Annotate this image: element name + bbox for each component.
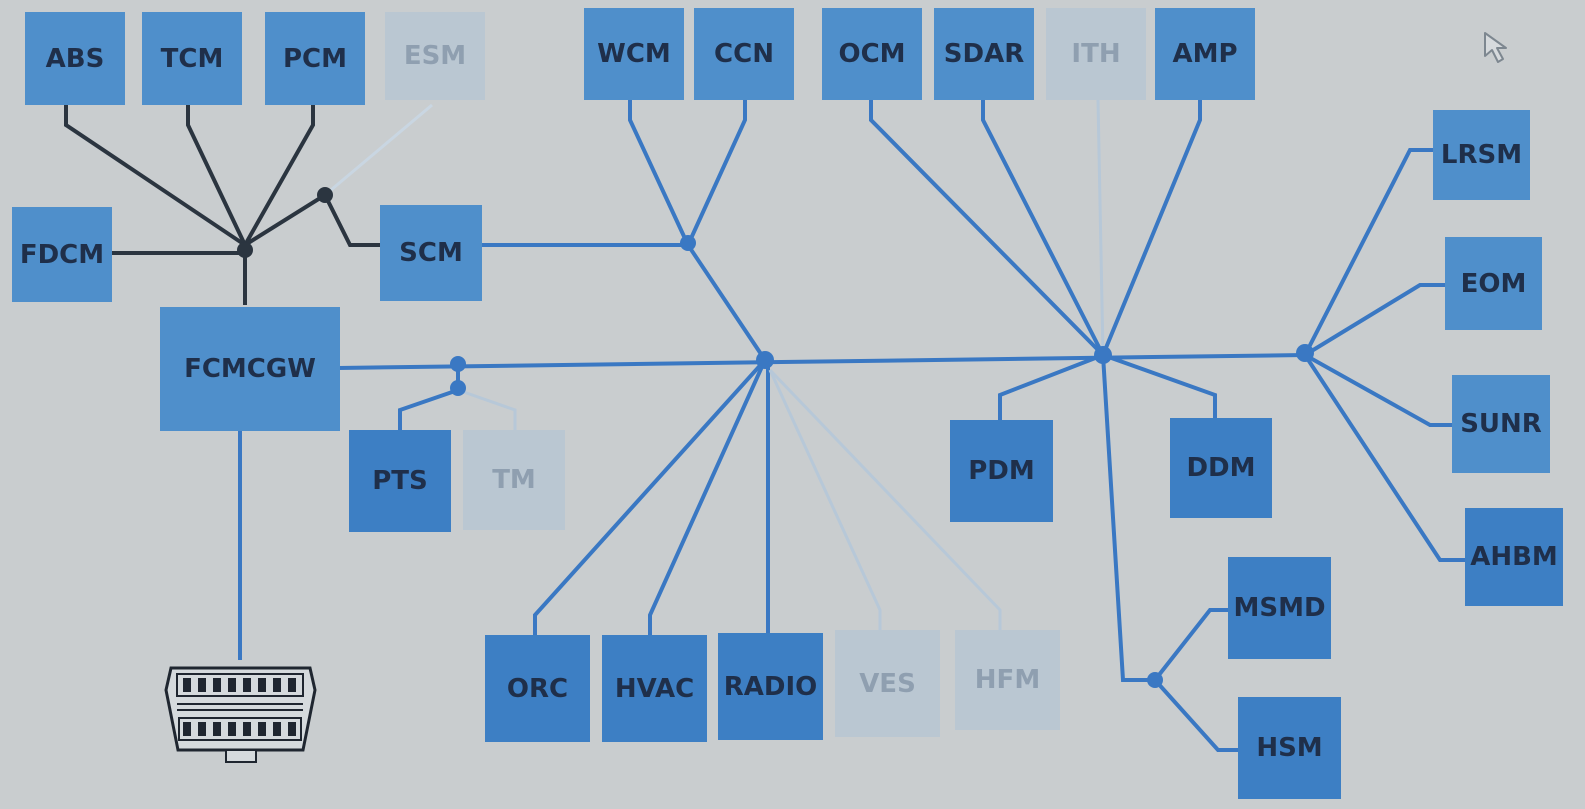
junction-node xyxy=(237,242,253,258)
module-pcm[interactable]: PCM xyxy=(265,12,365,105)
module-sunr[interactable]: SUNR xyxy=(1452,375,1550,473)
module-orc[interactable]: ORC xyxy=(485,635,590,742)
cursor-arrow-icon xyxy=(1484,32,1507,63)
inactive-bus-lines xyxy=(457,99,1105,630)
junction-node xyxy=(317,187,333,203)
bus-junctions xyxy=(450,235,1314,688)
module-pts[interactable]: PTS xyxy=(349,430,451,532)
module-sdar[interactable]: SDAR xyxy=(934,8,1034,100)
module-hsm[interactable]: HSM xyxy=(1238,697,1341,799)
powertrain-bus-lines xyxy=(64,105,380,305)
body-bus-lines xyxy=(238,100,1465,752)
module-ccn[interactable]: CCN xyxy=(694,8,794,100)
module-eom[interactable]: EOM xyxy=(1445,237,1542,330)
module-abs[interactable]: ABS xyxy=(25,12,125,105)
module-msmd[interactable]: MSMD xyxy=(1228,557,1331,659)
module-amp[interactable]: AMP xyxy=(1155,8,1255,100)
module-ves[interactable]: VES xyxy=(835,630,940,737)
module-tcm[interactable]: TCM xyxy=(142,12,242,105)
module-fdcm[interactable]: FDCM xyxy=(12,207,112,302)
module-esm[interactable]: ESM xyxy=(385,12,485,100)
module-tm[interactable]: TM xyxy=(463,430,565,530)
obd-connector-icon[interactable] xyxy=(163,660,318,765)
module-ith[interactable]: ITH xyxy=(1046,8,1146,100)
module-ahbm[interactable]: AHBM xyxy=(1465,508,1563,606)
module-ddm[interactable]: DDM xyxy=(1170,418,1272,518)
module-wcm[interactable]: WCM xyxy=(584,8,684,100)
module-fcmcgw[interactable]: FCMCGW xyxy=(160,307,340,431)
module-pdm[interactable]: PDM xyxy=(950,420,1053,522)
module-lrsm[interactable]: LRSM xyxy=(1433,110,1530,200)
module-scm[interactable]: SCM xyxy=(380,205,482,301)
module-hvac[interactable]: HVAC xyxy=(602,635,707,742)
module-hfm[interactable]: HFM xyxy=(955,630,1060,730)
module-radio[interactable]: RADIO xyxy=(718,633,823,740)
esm-faded-line xyxy=(324,103,433,197)
module-ocm[interactable]: OCM xyxy=(822,8,922,100)
